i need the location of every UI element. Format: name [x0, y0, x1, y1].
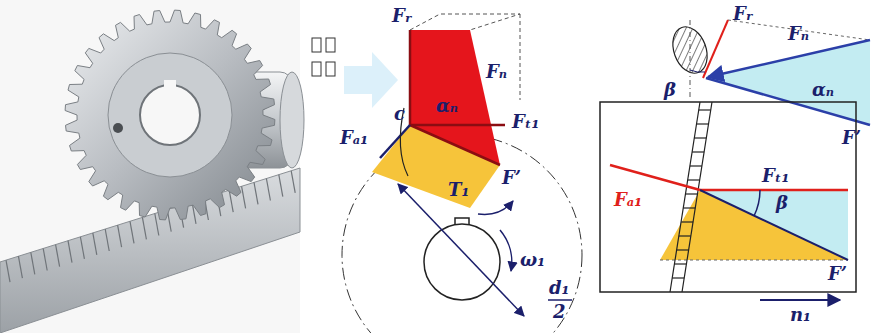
transition-arrow: [344, 52, 398, 108]
force-label: Fₐ₁: [340, 128, 368, 148]
force-label: F’: [828, 264, 847, 284]
force-label: Fₙ: [486, 62, 507, 82]
force-label: Fₜ₁: [762, 166, 789, 186]
force-label: ω₁: [520, 250, 545, 270]
force-label: αₙ: [812, 80, 834, 100]
force-label: αₙ: [436, 96, 458, 116]
force-label: c: [394, 104, 405, 124]
force-label: n₁: [790, 305, 811, 325]
force-label: Fᵣ: [733, 4, 753, 24]
force-label: Fₜ₁: [512, 112, 539, 132]
force-label: 2: [553, 302, 566, 322]
force-label: F’: [502, 168, 521, 188]
force-label: β: [776, 193, 788, 213]
force-label: Fₐ₁: [614, 190, 642, 210]
force-label: F’: [842, 128, 861, 148]
force-diagram-2d: [600, 20, 870, 300]
force-label: Fᵣ: [392, 6, 412, 26]
force-label: d₁: [549, 278, 569, 298]
force-label: T₁: [448, 180, 469, 200]
gear-photo: [0, 0, 304, 333]
glyph-boxes: [312, 38, 335, 76]
force-label: β: [664, 80, 676, 100]
force-diagram-3d: [342, 14, 582, 333]
force-label: Fₙ: [788, 24, 809, 44]
